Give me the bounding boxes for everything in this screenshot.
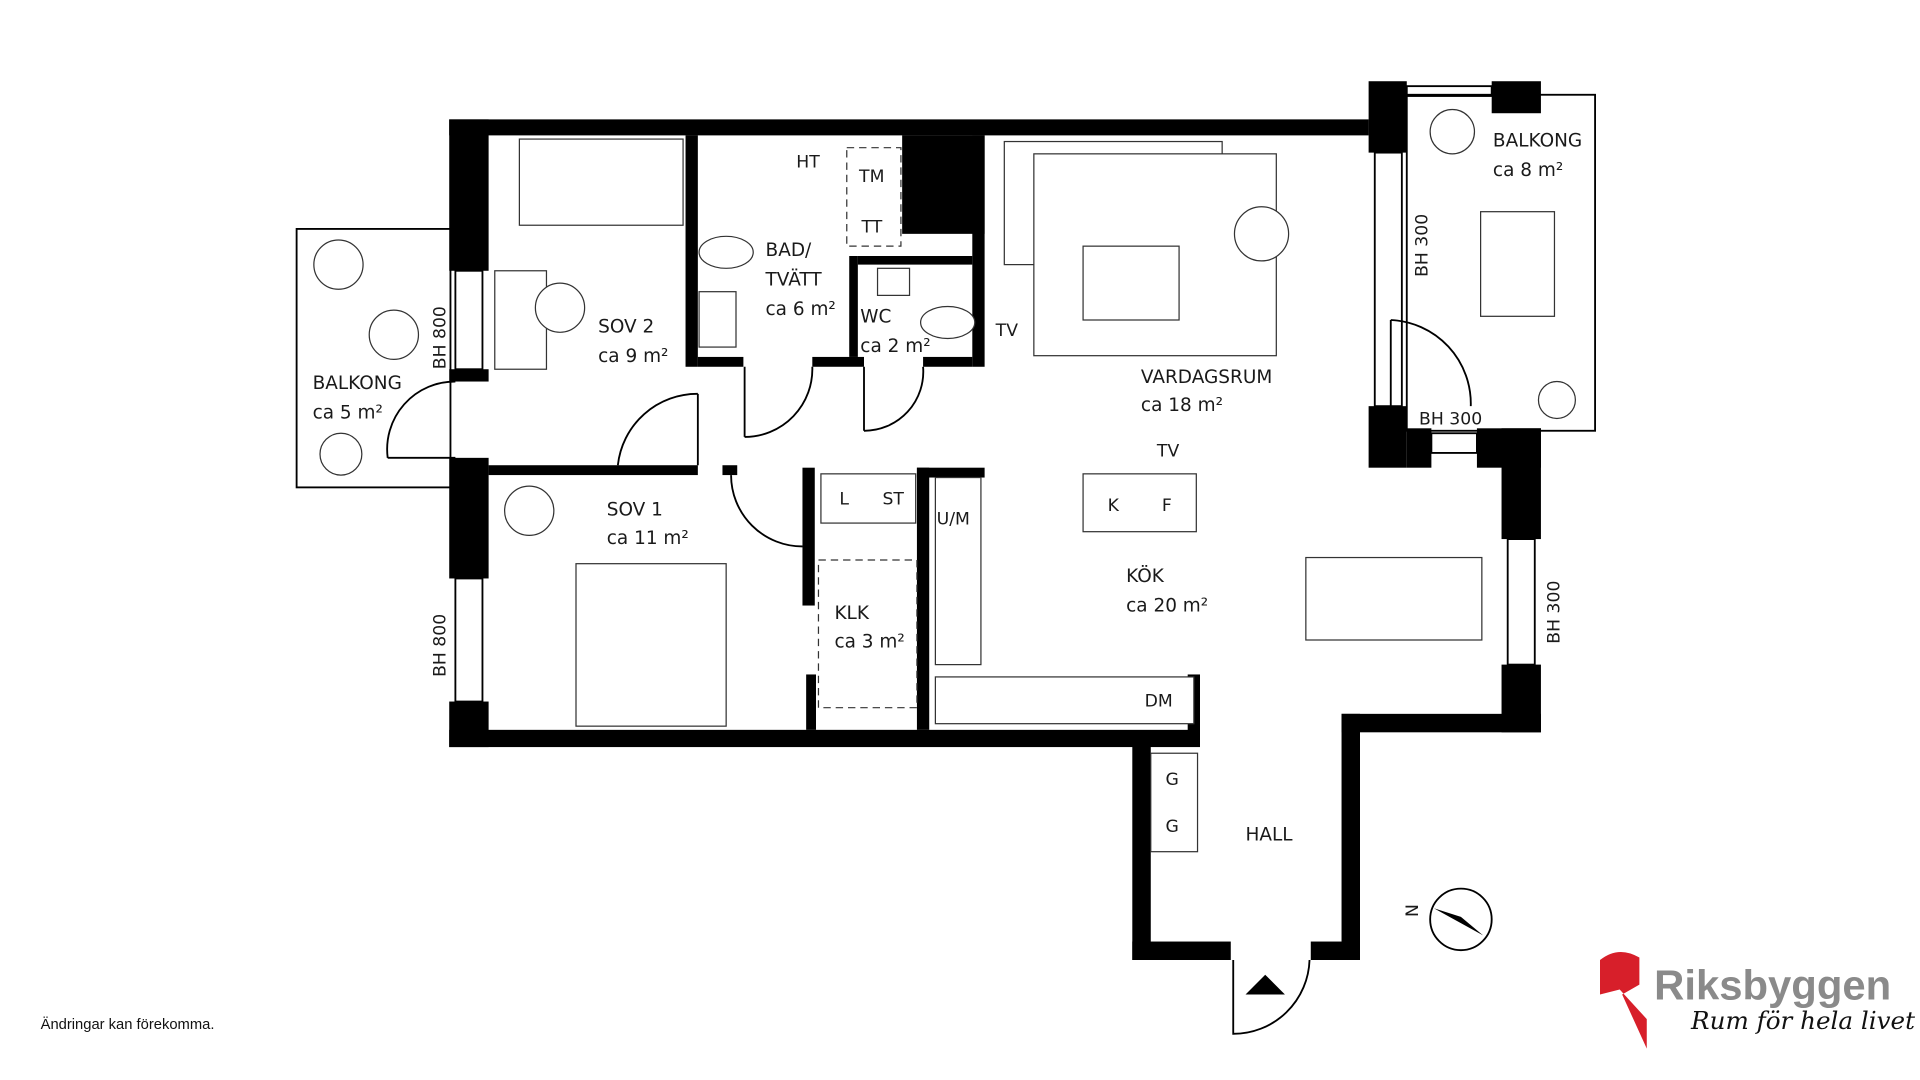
room-name-wc: WC xyxy=(860,306,891,327)
compass-needle-icon xyxy=(1433,908,1484,936)
label-tt: TT xyxy=(861,218,883,238)
balcony-west xyxy=(295,228,452,489)
room-area-kok: ca 20 m² xyxy=(1126,596,1208,617)
label-bh800-sov1: BH 800 xyxy=(431,614,451,677)
windows xyxy=(454,85,1536,703)
room-area-vardagsrum: ca 18 m² xyxy=(1141,395,1223,416)
disclaimer-text: Ändringar kan förekomma. xyxy=(41,1016,215,1033)
label-g2: G xyxy=(1166,817,1179,837)
furniture xyxy=(313,108,1576,853)
room-name-balkong-east: BALKONG xyxy=(1493,130,1582,151)
walls xyxy=(449,81,1541,960)
room-area-sov2: ca 9 m² xyxy=(598,346,668,367)
riksbyggen-logo: Riksbyggen Rum för hela livet xyxy=(1600,951,1915,1049)
label-ht: HT xyxy=(796,152,820,172)
doors xyxy=(386,319,1472,1035)
logo-mark-icon xyxy=(1600,951,1647,1049)
room-area-klk: ca 3 m² xyxy=(834,631,904,652)
label-k: K xyxy=(1108,496,1120,516)
label-st: ST xyxy=(882,490,904,510)
label-tv-living: TV xyxy=(995,321,1019,341)
label-um: U/M xyxy=(937,509,970,529)
label-l: L xyxy=(839,490,849,510)
fixture-labels: HT TM TT TV TV L ST U/M K F DM G G xyxy=(796,152,1179,837)
label-tm: TM xyxy=(858,167,884,187)
room-area-sov1: ca 11 m² xyxy=(607,528,689,549)
label-bh800-sov2: BH 800 xyxy=(431,306,451,369)
room-name-hall: HALL xyxy=(1246,825,1294,846)
label-dm: DM xyxy=(1145,691,1173,711)
room-name-vardagsrum: VARDAGSRUM xyxy=(1141,367,1272,388)
room-area-balkong-west: ca 5 m² xyxy=(313,402,383,423)
room-name-tvatt: TVÄTT xyxy=(765,270,823,291)
room-area-balkong-east: ca 8 m² xyxy=(1493,160,1563,181)
window-labels: BH 800 BH 800 BH 300 BH 300 BH 300 xyxy=(431,214,1565,677)
room-name-sov1: SOV 1 xyxy=(607,500,663,521)
room-area-wc: ca 2 m² xyxy=(860,336,930,357)
north-label: N xyxy=(1403,904,1423,917)
label-bh300-balcony: BH 300 xyxy=(1419,410,1482,430)
label-bh300-living: BH 300 xyxy=(1413,214,1433,277)
room-name-sov2: SOV 2 xyxy=(598,316,654,337)
label-tv-kitchen: TV xyxy=(1156,442,1180,462)
label-f: F xyxy=(1162,496,1172,516)
room-name-balkong-west: BALKONG xyxy=(313,373,402,394)
label-bh300-kitchen: BH 300 xyxy=(1544,581,1564,644)
logo-wordmark: Riksbyggen xyxy=(1654,961,1891,1008)
label-g1: G xyxy=(1166,770,1179,790)
room-area-bad: ca 6 m² xyxy=(766,299,836,320)
room-name-bad: BAD/ xyxy=(766,240,812,261)
compass: N xyxy=(1403,887,1493,952)
room-name-klk: KLK xyxy=(834,603,869,624)
logo-tagline: Rum för hela livet xyxy=(1690,1006,1915,1035)
room-name-kok: KÖK xyxy=(1126,565,1165,587)
entrance-arrow-icon xyxy=(1245,974,1285,995)
room-labels: SOV 2 ca 9 m² BAD/ TVÄTT ca 6 m² WC ca 2… xyxy=(313,130,1583,845)
